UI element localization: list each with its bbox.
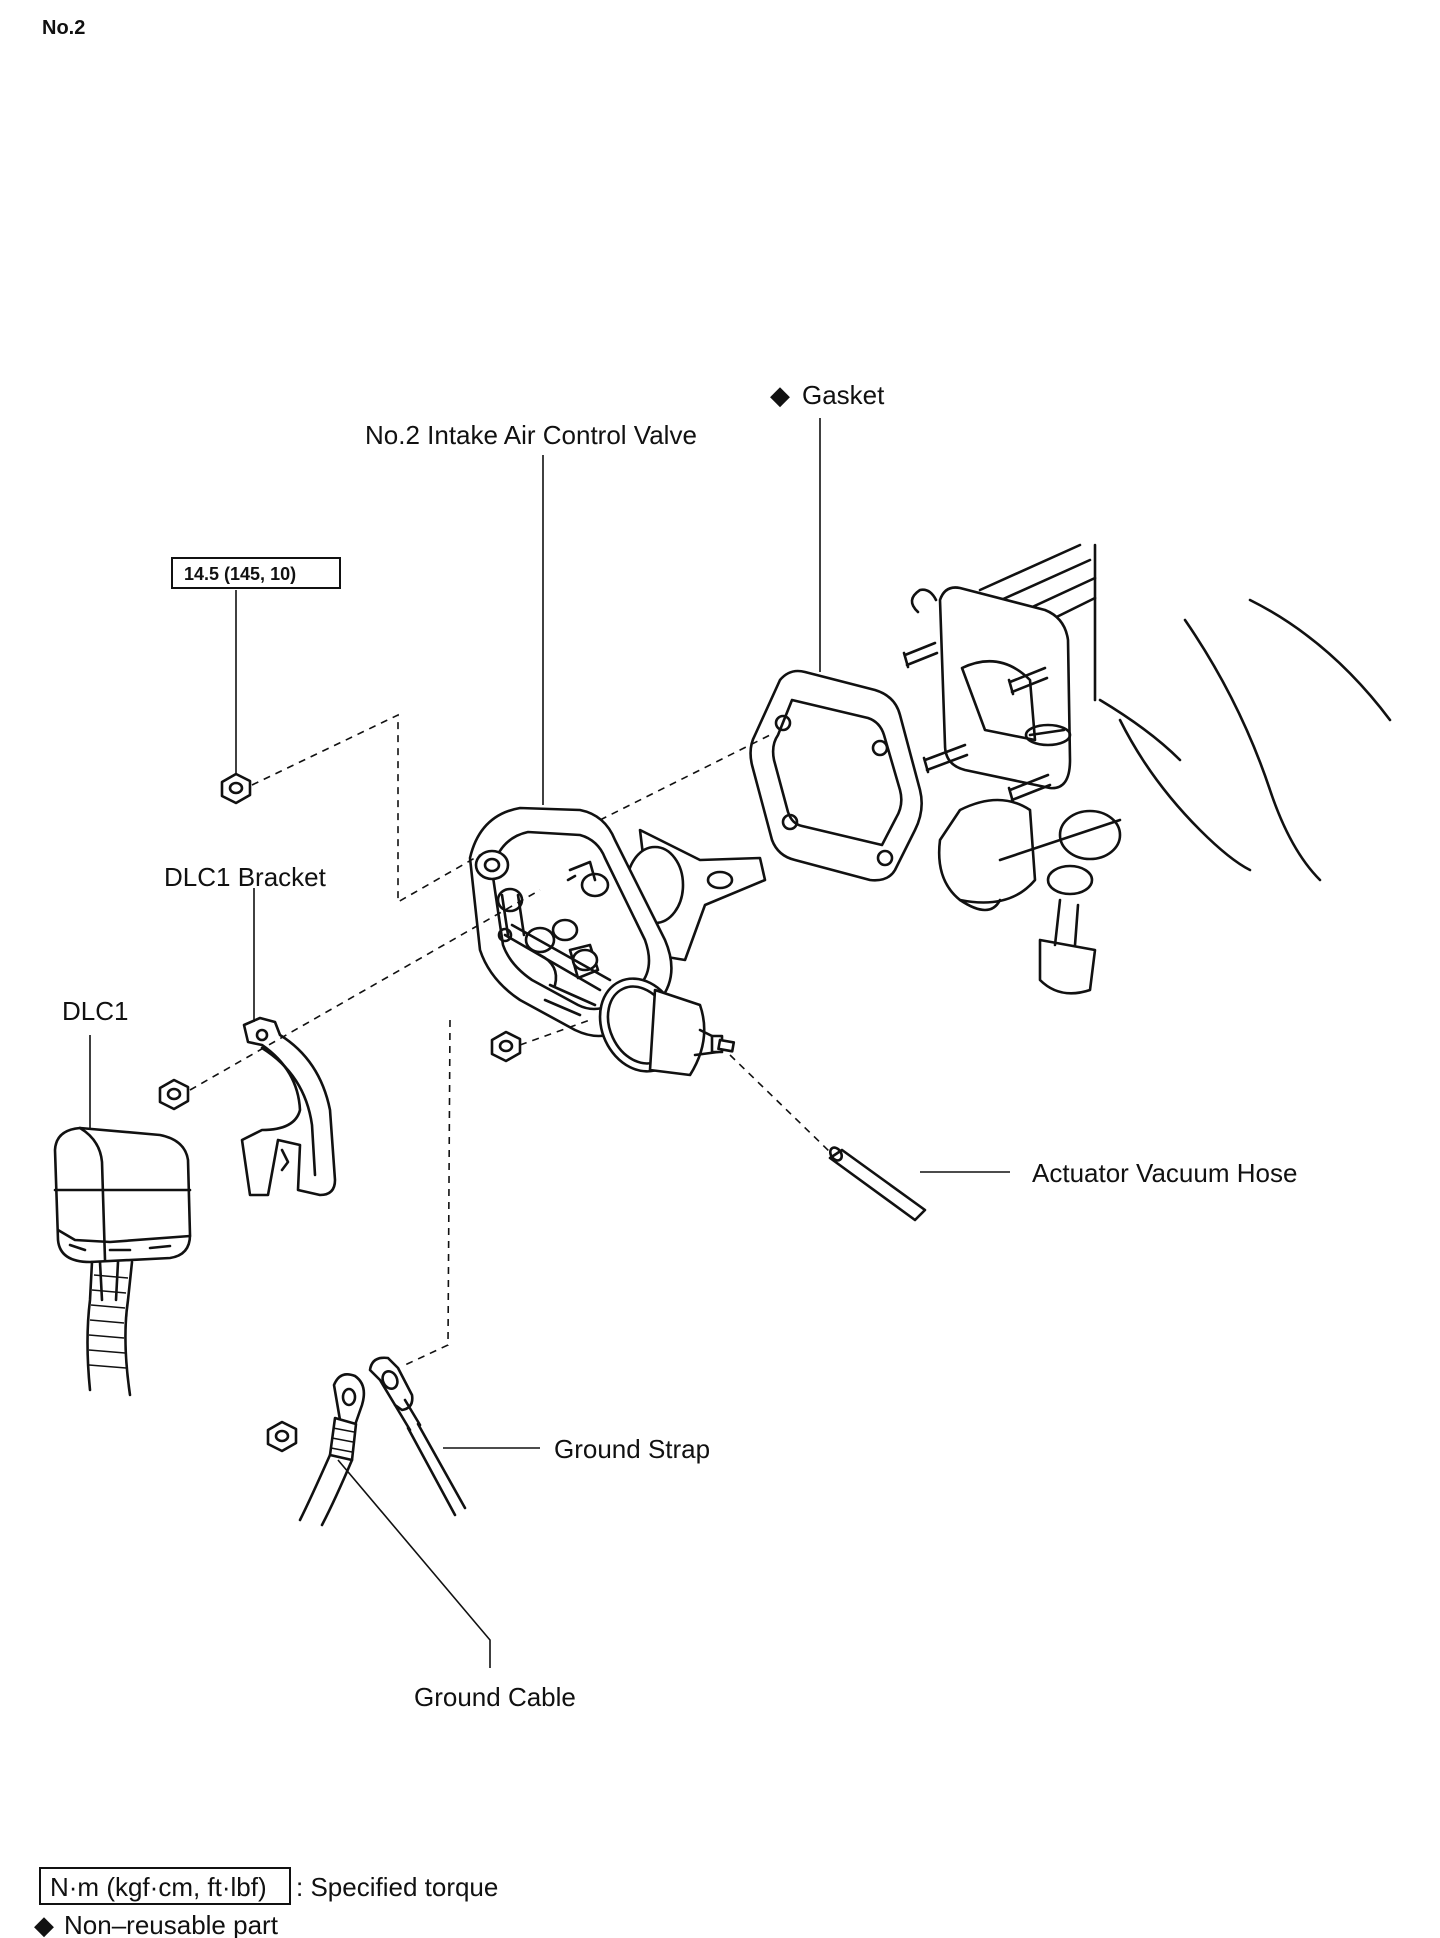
gasket-symbol: ◆	[770, 380, 790, 410]
intake-air-control-valve	[468, 806, 767, 1077]
legend-torque-units: N·m (kgf·cm, ft·lbf)	[50, 1872, 267, 1902]
ground-strap-label: Ground Strap	[554, 1434, 710, 1464]
gasket-label: Gasket	[802, 380, 885, 410]
legend-torque-box	[39, 1867, 291, 1905]
valve-label: No.2 Intake Air Control Valve	[365, 420, 697, 450]
nut-upper	[220, 772, 252, 805]
legend-nonreusable-symbol: ◆	[34, 1910, 54, 1938]
actuator-hose-label: Actuator Vacuum Hose	[1032, 1158, 1297, 1188]
dlc1-bracket-label: DLC1 Bracket	[164, 862, 327, 892]
page-number: No.2	[42, 17, 85, 39]
ground-cable	[298, 1373, 366, 1527]
nut-valve-lower	[490, 1030, 522, 1063]
legend-torque-text: : Specified torque	[296, 1872, 498, 1902]
legend-nonreusable-text: Non–reusable part	[64, 1910, 279, 1938]
assembly-lines	[189, 713, 831, 1366]
torque-spec-box	[171, 557, 341, 589]
intake-manifold	[902, 543, 1392, 995]
dlc1-connector	[53, 1126, 192, 1397]
leader-lines	[89, 418, 1010, 1668]
gasket	[749, 669, 923, 882]
nut-ground	[266, 1420, 298, 1453]
actuator-vacuum-hose	[828, 1146, 927, 1222]
ground-strap	[368, 1356, 467, 1517]
dlc1-label: DLC1	[62, 996, 128, 1026]
torque-spec-label: 14.5 (145, 10)	[184, 564, 296, 584]
ground-cable-label: Ground Cable	[414, 1682, 576, 1712]
dlc1-bracket	[240, 1016, 337, 1197]
legend: N·m (kgf·cm, ft·lbf) : Specified torque …	[34, 1867, 498, 1938]
nut-dlc1-bracket	[158, 1078, 190, 1111]
